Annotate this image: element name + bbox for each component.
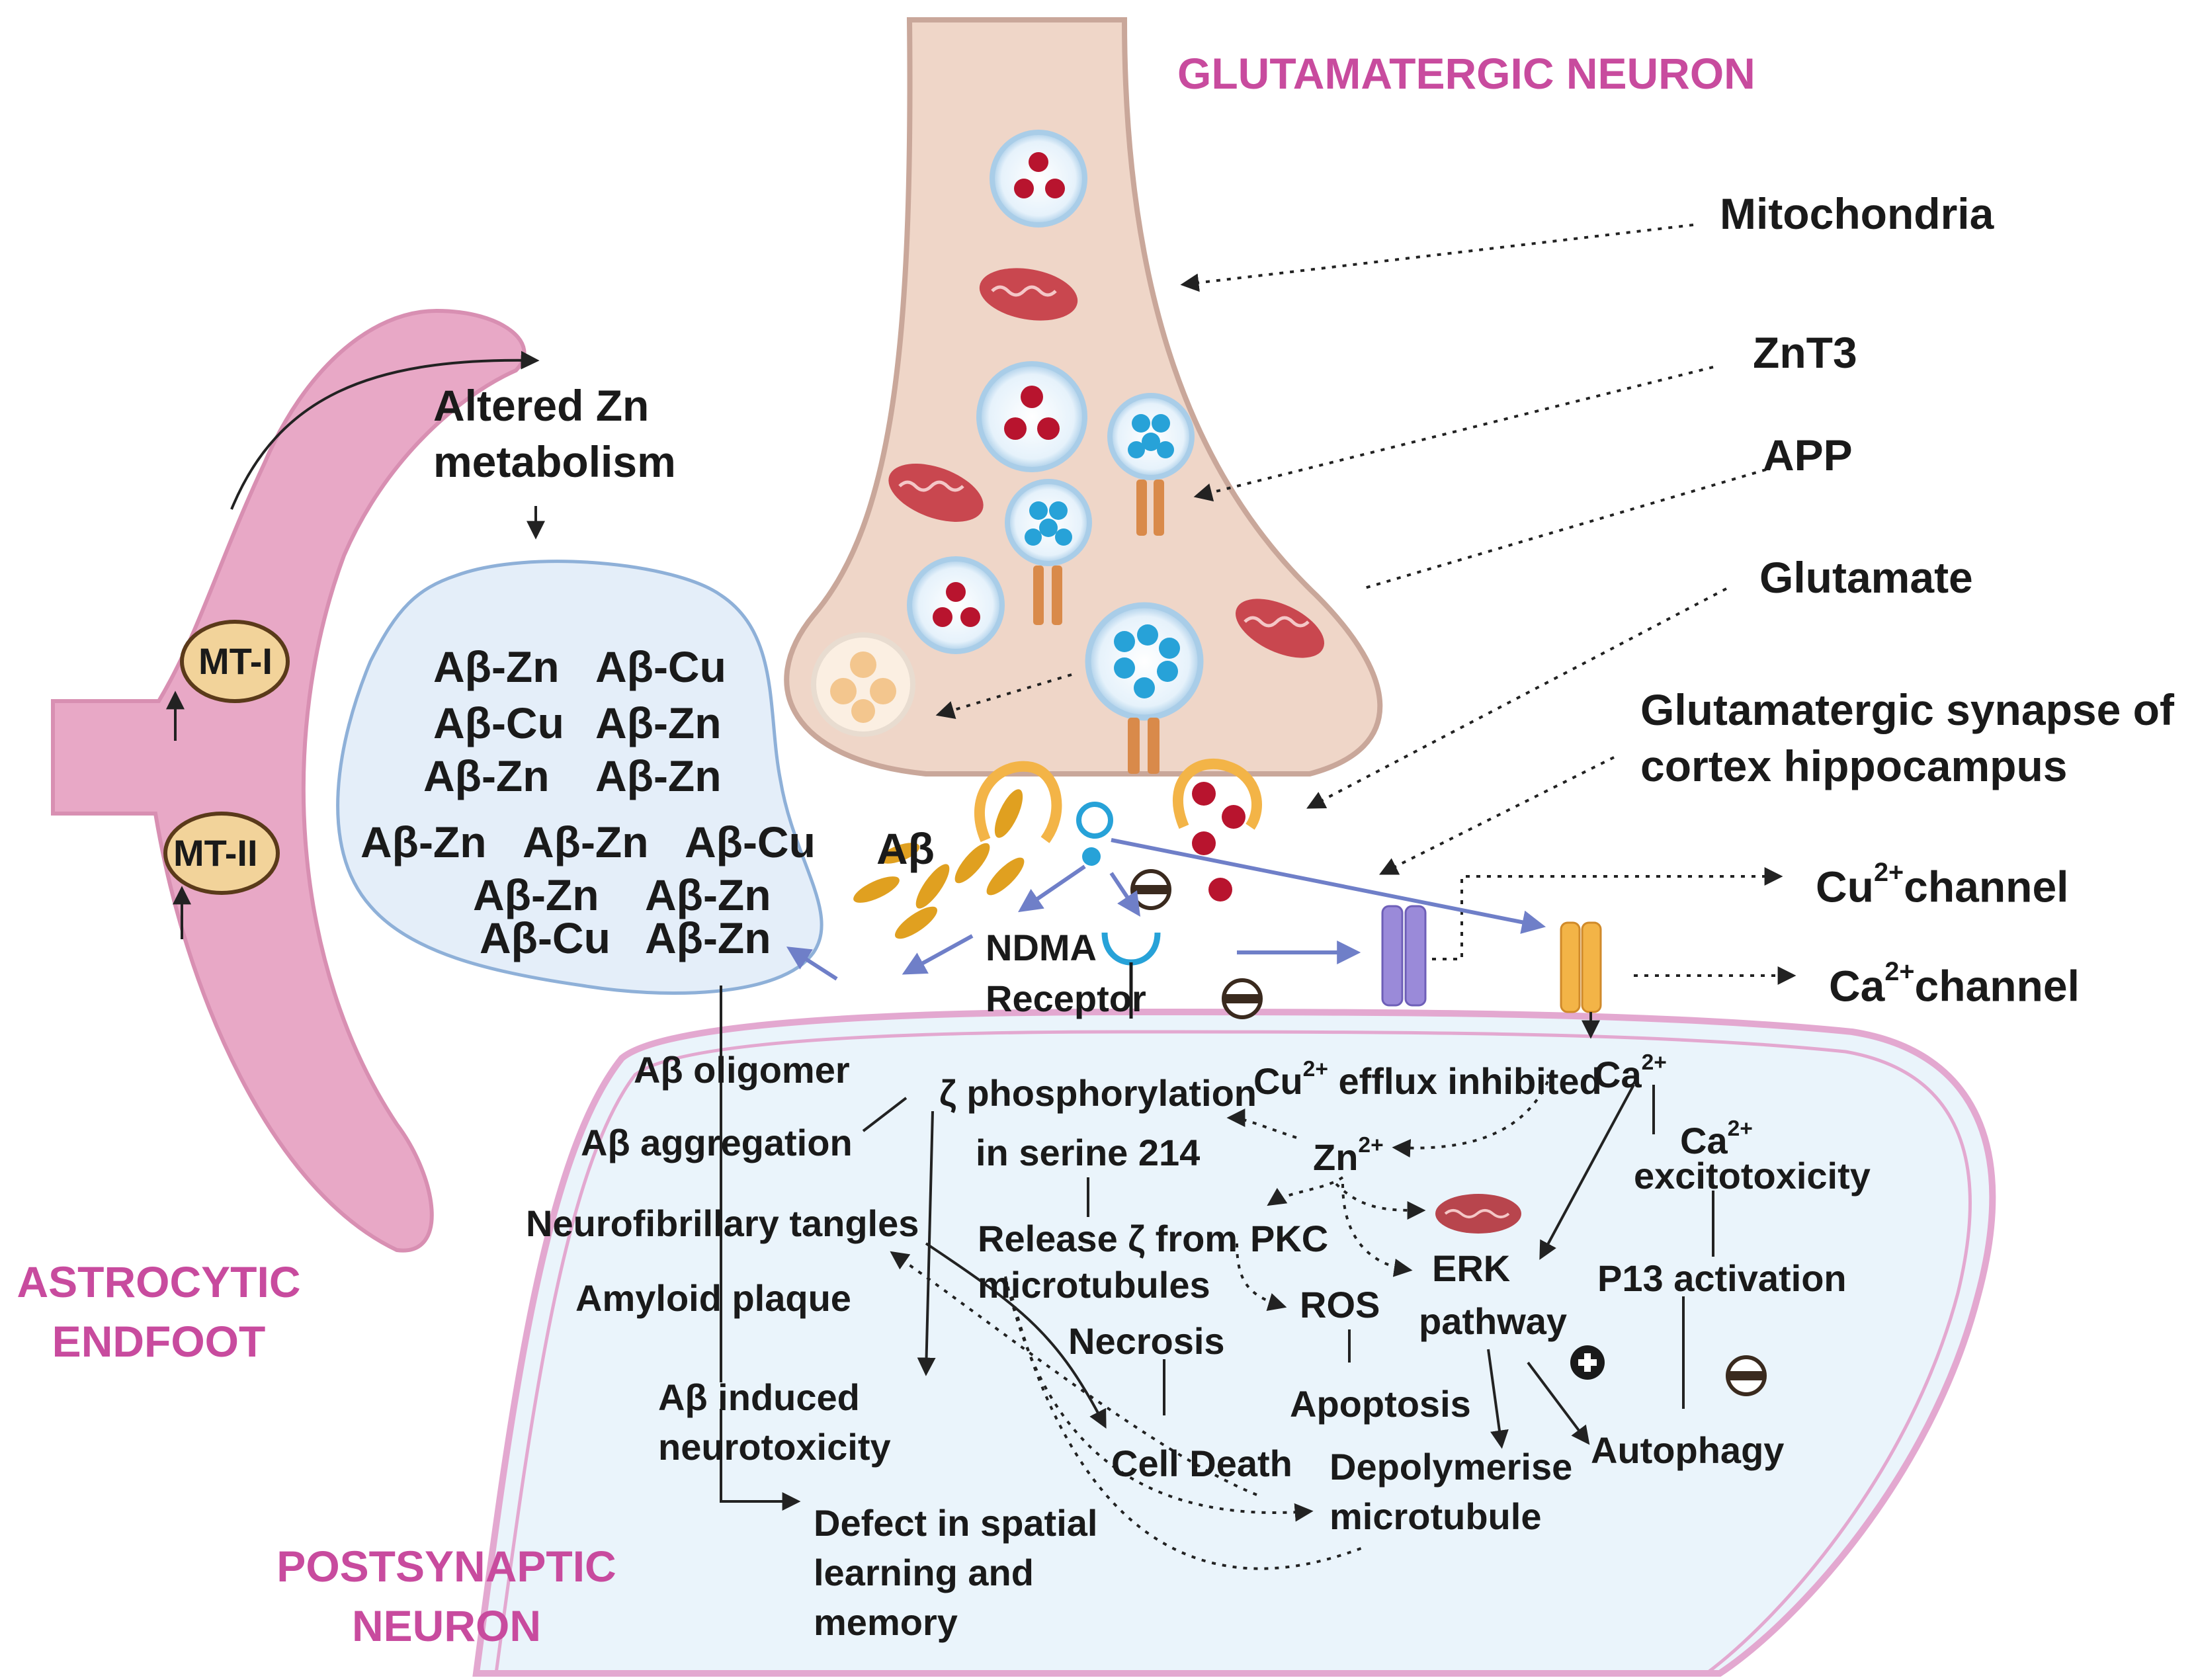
glutamate-vesicle bbox=[976, 361, 1087, 472]
complex-item: Aβ-Cu bbox=[433, 698, 564, 747]
nmda-receptor-label-line1: NDMA bbox=[986, 927, 1097, 968]
complex-item: Aβ-Zn bbox=[360, 818, 487, 866]
cu-efflux-label: Cu2+ efflux inhibited bbox=[1253, 1057, 1602, 1102]
complex-item: Aβ-Zn bbox=[473, 870, 599, 919]
mt2-label: MT-II bbox=[173, 832, 258, 874]
ab-neurotoxicity-label-line1: Aβ induced bbox=[658, 1376, 860, 1418]
zinc-ion bbox=[1076, 802, 1113, 866]
zinc-vesicle bbox=[1005, 479, 1092, 625]
synapse-label-line2: cortex hippocampus bbox=[1640, 741, 2068, 790]
mitochondrion bbox=[1235, 599, 1325, 658]
neurofibrillary-tangles-label: Neurofibrillary tangles bbox=[526, 1202, 919, 1244]
mitochondria-label: Mitochondria bbox=[1720, 189, 1994, 238]
synapse-label-line1: Glutamatergic synapse of bbox=[1640, 685, 2174, 734]
zeta-phosphorylation-label-line2: in serine 214 bbox=[976, 1132, 1201, 1173]
abeta-metal-complex-blob bbox=[336, 560, 824, 995]
autophagy-label: Autophagy bbox=[1591, 1429, 1785, 1471]
complex-item: Aβ-Zn bbox=[645, 870, 771, 919]
mitochondrion bbox=[888, 464, 984, 522]
depolymerise-label-line2: microtubule bbox=[1330, 1495, 1542, 1537]
ca-channel-label: Ca2+channel bbox=[1829, 957, 2080, 1011]
cu-channel bbox=[1381, 905, 1427, 1007]
complex-item: Aβ-Cu bbox=[595, 642, 726, 691]
release-site-right bbox=[1172, 759, 1262, 830]
necrosis-label: Necrosis bbox=[1068, 1320, 1225, 1362]
ab-neurotoxicity-label-line2: neurotoxicity bbox=[658, 1426, 891, 1468]
release-zeta-label-line1: Release ζ from bbox=[978, 1218, 1238, 1259]
calcium-label: Ca2+ bbox=[1594, 1050, 1667, 1095]
mt1-label: MT-I bbox=[198, 640, 273, 682]
mt2-badge bbox=[163, 812, 280, 895]
zeta-phosphorylation-label-line1: ζ phosphorylation bbox=[939, 1072, 1257, 1114]
postsynaptic-neuron-title-line2: NEURON bbox=[351, 1601, 541, 1650]
ca-channel bbox=[1560, 921, 1602, 1013]
mt1-badge bbox=[180, 620, 290, 703]
synaptic-arrows bbox=[786, 838, 1546, 981]
abeta-label: Aβ bbox=[876, 824, 935, 873]
glutamate-vesicle bbox=[907, 556, 1005, 654]
ros-label: ROS bbox=[1300, 1284, 1380, 1325]
p13-activation-label: P13 activation bbox=[1597, 1257, 1847, 1299]
defect-label-line3: memory bbox=[814, 1601, 958, 1643]
complex-item: Aβ-Zn bbox=[433, 642, 560, 691]
erk-pathway-label-line1: ERK bbox=[1432, 1247, 1511, 1289]
complex-item: Aβ-Zn bbox=[523, 818, 649, 866]
pkc-label: PKC bbox=[1250, 1218, 1329, 1259]
zinc-label: Zn2+ bbox=[1313, 1133, 1384, 1178]
depolymerise-label-line1: Depolymerise bbox=[1330, 1446, 1573, 1488]
altered-zn-label-line1: Altered Zn bbox=[433, 381, 650, 430]
znt3-label: ZnT3 bbox=[1753, 328, 1857, 377]
inhibitor-symbol bbox=[1222, 978, 1263, 1019]
complex-item: Aβ-Zn bbox=[423, 751, 550, 800]
erk-pathway-label-line2: pathway bbox=[1419, 1300, 1568, 1342]
altered-zn-label-line2: metabolism bbox=[433, 437, 676, 486]
astrocytic-endfoot bbox=[51, 308, 527, 1253]
nmda-receptor-label-line2: Receptor bbox=[986, 978, 1146, 1019]
complex-item: Aβ-Zn bbox=[595, 698, 722, 747]
complex-item: Aβ-Cu bbox=[685, 818, 816, 866]
app-label: APP bbox=[1763, 431, 1853, 480]
activator-symbol bbox=[1570, 1345, 1605, 1380]
zinc-vesicle bbox=[1085, 602, 1204, 774]
ca-excitotoxicity-label-ion: Ca2+ bbox=[1680, 1116, 1753, 1161]
connectors bbox=[166, 224, 1796, 1570]
glutamatergic-neuron-title: GLUTAMATERGIC NEURON bbox=[1177, 49, 1755, 98]
ab-oligomer-label: Aβ oligomer bbox=[634, 1049, 850, 1091]
cu-channel-label: Cu2+channel bbox=[1816, 858, 2069, 911]
inhibitor-symbol bbox=[1726, 1355, 1767, 1396]
astrocytic-endfoot-title-line1: ASTROCYTIC bbox=[17, 1257, 301, 1306]
complex-item: Aβ-Cu bbox=[480, 913, 611, 962]
glutamate-label: Glutamate bbox=[1759, 553, 1973, 602]
fused-vesicle bbox=[811, 632, 915, 737]
postsynaptic-neuron bbox=[472, 1008, 1996, 1677]
amyloid-plaque-label: Amyloid plaque bbox=[575, 1277, 851, 1319]
ab-aggregation-label: Aβ aggregation bbox=[581, 1122, 853, 1163]
apoptosis-label: Apoptosis bbox=[1290, 1383, 1471, 1425]
complex-item: Aβ-Zn bbox=[595, 751, 722, 800]
release-zeta-label-line2: microtubules bbox=[978, 1264, 1210, 1306]
mitochondrion bbox=[979, 268, 1078, 321]
defect-label-line2: learning and bbox=[814, 1552, 1034, 1593]
inhibitor-symbol bbox=[1130, 869, 1171, 910]
glutamate-vesicle bbox=[990, 130, 1087, 228]
complex-item: Aβ-Zn bbox=[645, 913, 771, 962]
zinc-vesicle bbox=[1107, 393, 1195, 536]
ca-excitotoxicity-label: excitotoxicity bbox=[1634, 1155, 1871, 1197]
cell-death-label: Cell Death bbox=[1111, 1443, 1292, 1484]
postsynaptic-neuron-title-line1: POSTSYNAPTIC bbox=[276, 1542, 616, 1591]
defect-label-line1: Defect in spatial bbox=[814, 1502, 1098, 1544]
abeta-fragments bbox=[853, 789, 1025, 939]
astrocytic-endfoot-title-line2: ENDFOOT bbox=[52, 1317, 266, 1366]
mitochondrion bbox=[1435, 1194, 1521, 1234]
released-glutamate bbox=[1192, 782, 1246, 902]
nmda-receptor bbox=[1101, 932, 1161, 1019]
release-site-left bbox=[974, 761, 1062, 843]
